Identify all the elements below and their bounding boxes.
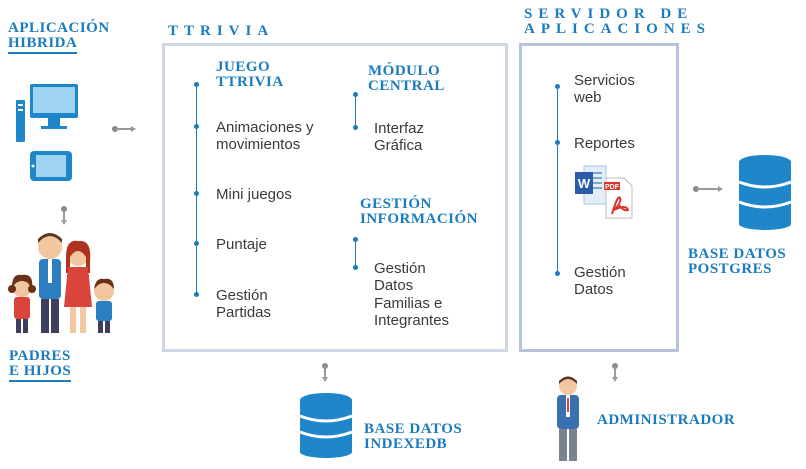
- indexedb-line2: INDEXEDB: [364, 436, 448, 452]
- juego-ttrivia-line1: JUEGO: [216, 59, 271, 75]
- database-icon: [298, 392, 354, 463]
- servidor-title: SERVIDOR DE APLICACIONES: [524, 7, 711, 37]
- ttrivia-panel: [162, 43, 508, 352]
- indexedb-line1: BASE DATOS: [364, 421, 463, 437]
- parents-children-line1: PADRES: [9, 348, 71, 364]
- item-line: Gestión: [374, 260, 426, 277]
- svg-text:W: W: [578, 176, 591, 191]
- servidor-timeline: [557, 86, 558, 274]
- item-line: Partidas: [216, 304, 272, 322]
- servidor-item-gestion-datos: Gestión Datos: [574, 264, 626, 299]
- gestion-informacion-line1: GESTIÓN: [360, 196, 432, 212]
- timeline-dot: [194, 124, 199, 129]
- servidor-title-line2: APLICACIONES: [524, 21, 712, 37]
- administrator-label: ADMINISTRADOR: [597, 412, 736, 428]
- item-line: Interfaz: [374, 120, 425, 137]
- connector-dot: [322, 363, 328, 369]
- indexedb-label: BASE DATOS INDEXEDB: [364, 422, 462, 452]
- connector-arrow-right: [131, 126, 136, 132]
- connector-dot: [693, 186, 699, 192]
- tablet-icon: [29, 150, 73, 187]
- word-icon: W: [574, 164, 608, 211]
- connector-dot: [612, 363, 618, 369]
- item-line: Datos: [574, 281, 614, 299]
- timeline-dot: [353, 265, 358, 270]
- timeline-dot: [194, 191, 199, 196]
- timeline-dot: [194, 82, 199, 87]
- modulo-timeline: [355, 94, 356, 130]
- postgres-line1: BASE DATOS: [688, 246, 787, 262]
- item-line: Animaciones y: [216, 119, 314, 136]
- postgres-label: BASE DATOS POSTGRES: [688, 247, 786, 277]
- item-line: web: [574, 89, 602, 107]
- hybrid-app-title-line2: HIBRIDA: [8, 36, 78, 54]
- timeline-dot: [555, 140, 560, 145]
- connector-arrow-down: [612, 377, 618, 382]
- modulo-central-line1: MÓDULO: [368, 63, 441, 79]
- modulo-item-interfaz: Interfaz Gráfica: [374, 120, 424, 155]
- family-icon: [8, 229, 120, 344]
- gestion-informacion-line2: INFORMACIÓN: [360, 211, 478, 227]
- hybrid-app-title: APLICACIÓN HIBRIDA: [8, 21, 110, 54]
- gestion-informacion-heading: GESTIÓN INFORMACIÓN: [360, 197, 478, 227]
- postgres-line2: POSTGRES: [688, 261, 773, 277]
- servidor-item-reportes: Reportes: [574, 135, 635, 152]
- servidor-title-line1: SERVIDOR DE: [524, 6, 694, 22]
- administrator-icon: [548, 374, 588, 469]
- timeline-dot: [353, 92, 358, 97]
- timeline-dot: [194, 241, 199, 246]
- connector-arrow-right: [718, 186, 723, 192]
- item-line: Gestión: [216, 287, 268, 304]
- svg-text:PDF: PDF: [605, 184, 620, 191]
- pdf-icon: PDF: [604, 176, 634, 225]
- parents-children-label: PADRES E HIJOS: [9, 348, 72, 382]
- item-line: movimientos: [216, 136, 301, 154]
- connector-dot: [112, 126, 118, 132]
- timeline-dot: [555, 84, 560, 89]
- item-line: Gráfica: [374, 137, 423, 155]
- juego-ttrivia-heading: JUEGO TTRIVIA: [216, 60, 284, 90]
- connector-line: [697, 188, 719, 190]
- juego-item-animaciones: Animaciones y movimientos: [216, 119, 314, 154]
- timeline-dot: [353, 237, 358, 242]
- timeline-dot: [555, 271, 560, 276]
- item-line: Familias e: [374, 294, 443, 312]
- connector-line: [63, 210, 65, 221]
- gestion-timeline: [355, 239, 356, 269]
- connector-arrow-down: [61, 220, 67, 225]
- juego-item-puntaje: Puntaje: [216, 236, 267, 253]
- connector-line: [614, 367, 616, 378]
- juego-item-gestion-partidas: Gestión Partidas: [216, 287, 271, 322]
- item-line: Gestión: [574, 264, 626, 281]
- item-line: Datos: [374, 277, 414, 295]
- timeline-dot: [194, 292, 199, 297]
- ttrivia-title: TTRIVIA: [168, 23, 275, 39]
- hybrid-app-title-line1: APLICACIÓN: [8, 20, 110, 36]
- database-icon: [737, 154, 793, 237]
- connector-line: [116, 128, 132, 130]
- connector-dot: [61, 206, 67, 212]
- item-line: Servicios: [574, 72, 635, 89]
- connector-line: [324, 367, 326, 378]
- juego-ttrivia-line2: TTRIVIA: [216, 74, 284, 90]
- connector-arrow-down: [322, 377, 328, 382]
- juego-item-minijuegos: Mini juegos: [216, 186, 292, 203]
- modulo-central-line2: CENTRAL: [368, 78, 445, 94]
- servidor-item-servicios: Servicios web: [574, 72, 635, 107]
- parents-children-line2: E HIJOS: [9, 364, 72, 382]
- desktop-icon: [14, 82, 94, 147]
- item-line: Integrantes: [374, 311, 450, 329]
- gestion-item-datos: Gestión Datos Familias e Integrantes: [374, 260, 449, 329]
- modulo-central-heading: MÓDULO CENTRAL: [368, 64, 445, 94]
- juego-timeline: [196, 84, 197, 296]
- timeline-dot: [353, 125, 358, 130]
